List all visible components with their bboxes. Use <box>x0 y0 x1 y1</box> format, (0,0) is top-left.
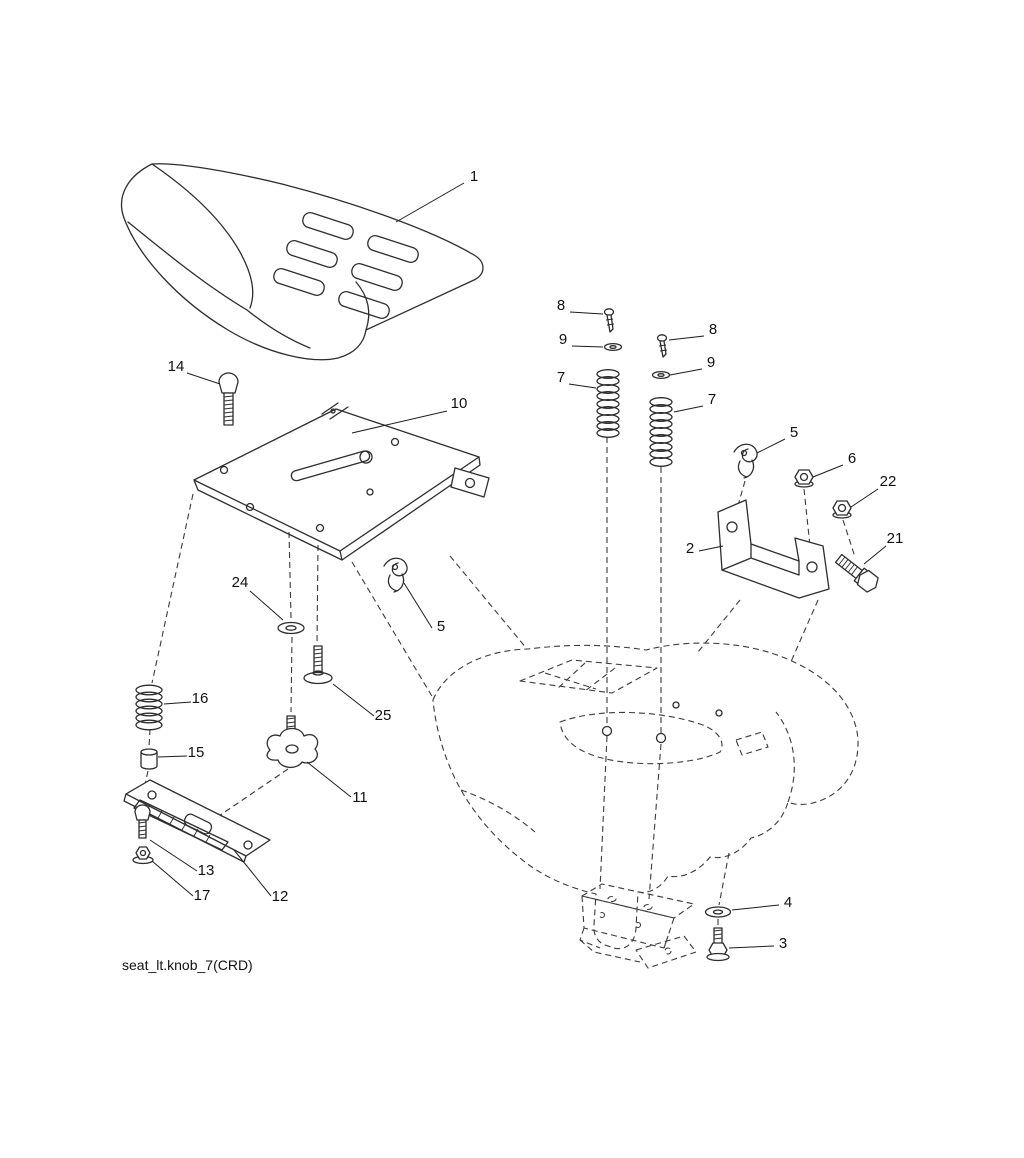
callout-screw-washer-25: 25 <box>375 707 392 724</box>
seat-bracket <box>717 499 830 599</box>
lower-mount-bracket <box>579 883 697 969</box>
callout-spring-left: 7 <box>557 369 565 386</box>
seat-edge-contour <box>127 221 311 349</box>
plate-tooth-slot <box>133 799 229 851</box>
bushing <box>140 748 158 770</box>
callout-spring-right: 7 <box>708 391 716 408</box>
knob-body <box>266 727 319 769</box>
seat-slot <box>273 268 325 296</box>
callout-knob: 11 <box>352 789 368 806</box>
plate-hole-right <box>243 840 253 850</box>
seat-slot <box>367 235 419 263</box>
callout-bracket: 2 <box>686 540 694 557</box>
callout-clip-left: 5 <box>437 618 445 635</box>
spring-small <box>135 684 163 731</box>
callout-washer-lower: 4 <box>784 894 792 911</box>
pan-slot <box>290 450 371 482</box>
callout-bushing: 15 <box>188 744 205 761</box>
callout-washer-left: 9 <box>559 331 567 348</box>
seat <box>120 163 484 361</box>
fender-outline <box>432 642 859 950</box>
seat-slot <box>286 240 338 268</box>
washer-lower <box>704 906 732 918</box>
hex-bolt-lower <box>706 927 730 962</box>
pan-hole <box>245 502 255 512</box>
flat-washer-24 <box>277 621 305 635</box>
callout-screw-left: 8 <box>557 297 565 314</box>
screw-left <box>603 308 615 333</box>
fender-bracket-hole-right <box>715 709 723 717</box>
callout-clip-right: 5 <box>790 424 798 441</box>
flange-nut-17 <box>132 846 154 865</box>
washer-right <box>651 370 671 380</box>
carriage-bolt <box>134 804 151 839</box>
bracket-hole-left <box>726 521 738 533</box>
callout-adjust-plate: 12 <box>272 888 289 905</box>
fender-bracket-hole-left <box>672 701 680 709</box>
pan-side-tab <box>450 467 490 498</box>
callout-plate-bolt: 13 <box>198 862 215 879</box>
adjuster-plate <box>123 779 271 863</box>
adjustment-knob <box>266 715 319 769</box>
callout-nut-center: 6 <box>848 450 856 467</box>
pan-hole <box>315 523 325 533</box>
nut-6 <box>794 469 814 488</box>
seat-back-contour <box>151 163 254 309</box>
callout-seat-pan: 10 <box>451 395 468 412</box>
callout-flange-nut-22: 22 <box>880 473 897 490</box>
callout-flat-washer-24: 24 <box>232 574 249 591</box>
pan-hinge-marks <box>321 402 349 420</box>
plate-hole-left <box>147 790 157 800</box>
callout-seat: 1 <box>470 168 478 185</box>
spring-left <box>596 369 620 438</box>
seat-pan <box>193 402 490 561</box>
pan-hole <box>390 437 400 447</box>
screw-right <box>656 334 668 358</box>
seat-front-edge <box>355 281 370 331</box>
pan-hole <box>219 465 229 475</box>
pan-hole <box>366 488 374 496</box>
alignment-lines <box>143 437 856 927</box>
washer-left <box>603 342 623 352</box>
screw-and-washer-25 <box>303 645 333 685</box>
hex-bolt-21 <box>834 553 879 593</box>
callout-shoulder-bolt: 14 <box>168 358 185 375</box>
plate-rect-hole <box>183 813 213 835</box>
bracket-hole-right <box>806 561 818 573</box>
fender-spring-hole-right <box>655 732 667 744</box>
pan-slot-end-hole <box>359 450 373 464</box>
callout-numbers: 1 14 10 8 9 7 8 9 7 5 6 22 2 21 5 24 25 … <box>168 168 904 952</box>
callout-spring-small: 16 <box>192 690 209 707</box>
pan-tab-hole <box>464 477 476 489</box>
callout-plate-nut: 17 <box>194 887 211 904</box>
callout-bolt-lower: 3 <box>779 935 787 952</box>
seat-slot <box>302 212 354 240</box>
fender-spring-hole-left <box>601 725 613 737</box>
retainer-clip-left <box>383 557 408 593</box>
leader-lines <box>149 182 887 949</box>
callout-washer-right: 9 <box>707 354 715 371</box>
callout-screw-right: 8 <box>709 321 717 338</box>
retainer-clip-right <box>733 443 758 479</box>
figure-caption: seat_lt.knob_7(CRD) <box>122 957 253 973</box>
flange-nut-22 <box>832 500 852 519</box>
spring-right <box>649 397 673 467</box>
callout-hex-bolt-21: 21 <box>887 530 904 547</box>
seat-slot <box>338 291 390 319</box>
shoulder-bolt <box>218 372 239 426</box>
seat-slot <box>351 263 403 291</box>
